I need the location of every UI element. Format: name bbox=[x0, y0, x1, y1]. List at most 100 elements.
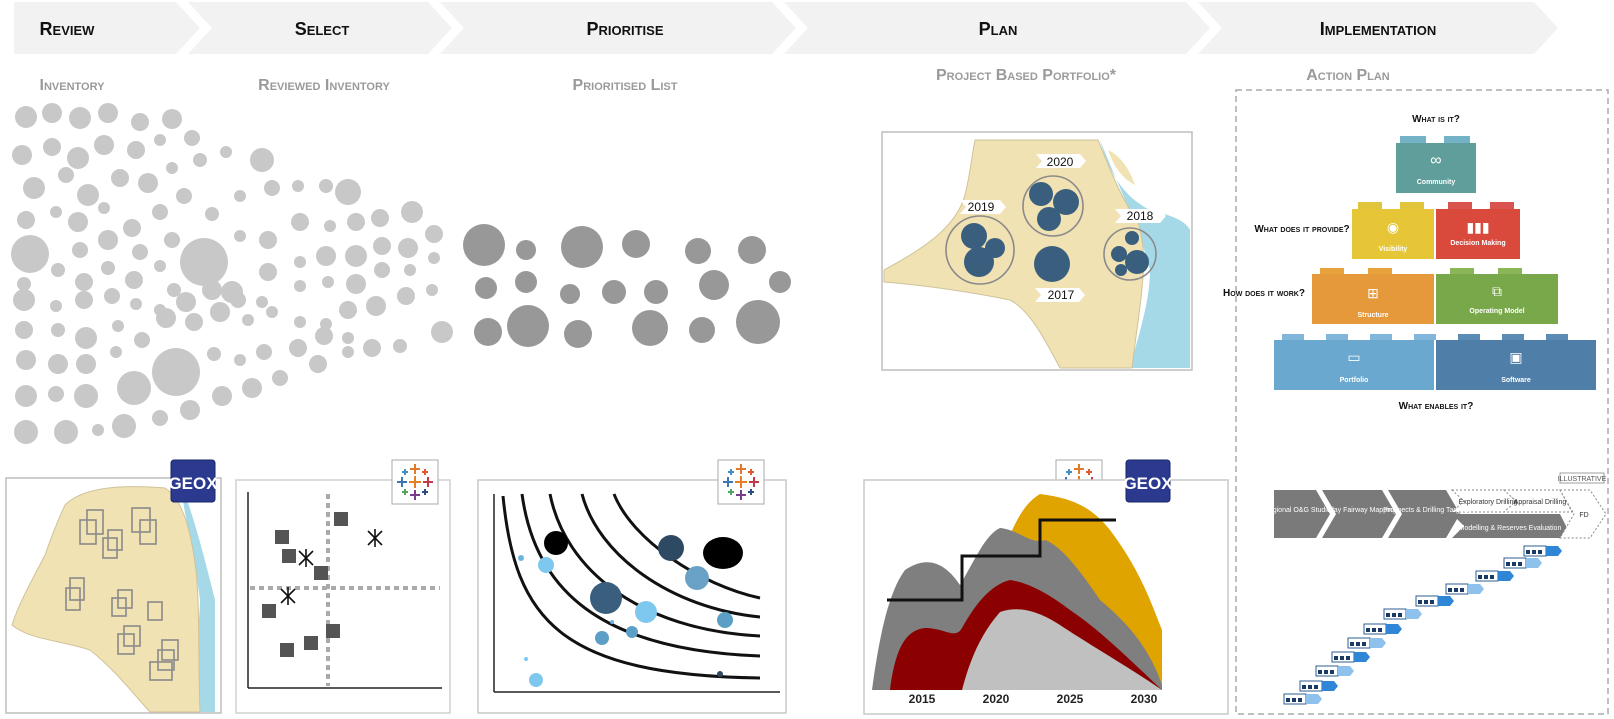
inventory-bubble bbox=[212, 386, 232, 406]
stud bbox=[1368, 268, 1392, 274]
curve-bubble bbox=[610, 620, 614, 624]
x-tick-label: 2025 bbox=[1057, 692, 1084, 706]
block-software-label: Software bbox=[1501, 377, 1531, 384]
matrix-square bbox=[282, 549, 296, 563]
block-portfolio bbox=[1274, 340, 1434, 390]
matrix-asterisk bbox=[367, 529, 383, 547]
pyramid-question-enables: What enables it? bbox=[1399, 401, 1474, 412]
step-arrow bbox=[1546, 546, 1562, 556]
curve-bubble bbox=[703, 537, 743, 569]
step-label-modelling: Modelling & Reserves Evaluation bbox=[1459, 525, 1562, 532]
staircase-step bbox=[1445, 583, 1484, 595]
inventory-bubble bbox=[425, 225, 443, 243]
stud bbox=[1444, 136, 1470, 143]
step-arrow bbox=[1498, 571, 1514, 581]
stage-review-label: Review bbox=[40, 19, 96, 39]
inventory-bubble bbox=[193, 153, 207, 167]
inventory-block bbox=[102, 537, 118, 559]
tableau-cross bbox=[736, 464, 746, 474]
inventory-bubble bbox=[176, 292, 196, 312]
inventory-bubble bbox=[67, 147, 89, 169]
inventory-bubble bbox=[322, 276, 334, 288]
inventory-bubble bbox=[127, 141, 145, 159]
inventory-bubble bbox=[374, 262, 390, 278]
tableau-cross bbox=[402, 489, 408, 495]
pyramid-question-provide: What does it provide? bbox=[1254, 224, 1349, 235]
prioritised-bubble bbox=[769, 271, 791, 293]
inventory-bubble bbox=[48, 354, 68, 374]
prioritised-bubble bbox=[516, 240, 536, 260]
folder-icon: ▭ bbox=[1347, 349, 1360, 365]
stage-prioritise-label: Prioritise bbox=[586, 19, 663, 39]
subtitle-prioritised-list: Prioritised List bbox=[573, 77, 678, 94]
inventory-block bbox=[111, 597, 127, 617]
curve-bubble bbox=[595, 631, 609, 645]
step-arrow bbox=[1438, 596, 1454, 606]
stud bbox=[1546, 334, 1568, 340]
block-visibility bbox=[1352, 209, 1434, 259]
stage-implementation-label: Implementation bbox=[1320, 19, 1436, 39]
matrix-square bbox=[280, 643, 294, 657]
tableau-cross bbox=[402, 469, 408, 475]
inventory-bubble bbox=[180, 400, 200, 420]
block-community-label: Community bbox=[1417, 179, 1456, 186]
stud bbox=[1498, 268, 1522, 274]
inventory-bubble bbox=[176, 188, 192, 204]
stud bbox=[1320, 268, 1344, 274]
inventory-bubble bbox=[316, 246, 336, 266]
inventory-bubble bbox=[289, 339, 307, 357]
prioritised-bubble bbox=[507, 305, 549, 347]
step-arrow bbox=[1370, 638, 1386, 648]
studs-row4 bbox=[1282, 334, 1568, 340]
stud bbox=[1450, 268, 1474, 274]
step-arrow bbox=[1338, 666, 1354, 676]
block-portfolio-label: Portfolio bbox=[1340, 377, 1369, 384]
inventory-bubble bbox=[230, 292, 246, 308]
year-label-2019: 2019 bbox=[968, 200, 995, 214]
step-label-regional: Regional O&G Studies bbox=[1264, 507, 1335, 514]
inventory-bubble bbox=[167, 283, 181, 297]
year-labels: 2020 2019 2018 2017 bbox=[960, 154, 1166, 302]
staircase-step bbox=[1523, 545, 1562, 557]
portfolio-bubble bbox=[1125, 231, 1139, 245]
inventory-bubble bbox=[266, 306, 278, 318]
curve-bubble bbox=[635, 601, 657, 623]
staircase-step bbox=[1503, 557, 1542, 569]
inventory-bubble bbox=[342, 332, 354, 344]
pyramid-question-work: How does it work? bbox=[1223, 288, 1305, 299]
prioritised-bubble bbox=[738, 236, 766, 264]
inventory-bubble bbox=[110, 346, 122, 358]
curve-2 bbox=[520, 493, 761, 658]
inventory-bubble bbox=[335, 179, 361, 205]
inventory-bubble bbox=[51, 263, 65, 277]
stud bbox=[1400, 202, 1424, 209]
geox-logo-text: GEOX bbox=[1123, 474, 1173, 493]
year-label-2020: 2020 bbox=[1047, 155, 1074, 169]
inventory-block bbox=[157, 649, 175, 671]
matrix-square bbox=[304, 636, 318, 650]
select-matrix-panel bbox=[235, 479, 451, 714]
inventory-block bbox=[107, 529, 123, 551]
step-arrow bbox=[1306, 694, 1322, 704]
inventory-block bbox=[79, 519, 97, 545]
portfolio-bubble bbox=[964, 247, 994, 277]
tableau-logo bbox=[717, 459, 765, 505]
inventory-bubble bbox=[162, 109, 182, 129]
inventory-bubble bbox=[76, 354, 96, 374]
inventory-bubble bbox=[347, 213, 365, 231]
matrix-square bbox=[334, 512, 348, 526]
stud bbox=[1414, 334, 1436, 340]
bar-chart-icon: ▮▮▮ bbox=[1466, 219, 1489, 235]
portfolio-bubble bbox=[1111, 246, 1127, 262]
inventory-bubble bbox=[202, 280, 222, 300]
portfolio-bubble bbox=[1037, 207, 1061, 231]
tableau-cross bbox=[397, 477, 407, 487]
inventory-bubble bbox=[294, 280, 306, 292]
tableau-cross bbox=[410, 464, 420, 474]
chevron-fd bbox=[1559, 489, 1607, 539]
staircase-step bbox=[1299, 680, 1338, 692]
curve-bubble bbox=[529, 673, 543, 687]
step-label-prospects: Prospects & Drilling Targets bbox=[1383, 507, 1469, 514]
inventory-map-panel: GEOX bbox=[5, 459, 222, 714]
